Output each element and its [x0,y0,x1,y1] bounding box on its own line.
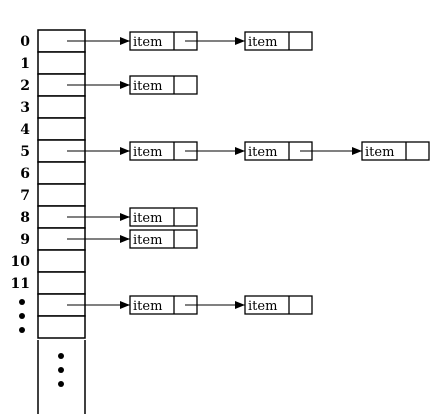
bucket-index-label: 5 [20,144,30,160]
bucket-index-label: 11 [11,276,30,292]
list-node-box [129,75,198,95]
list-node-label: item [365,145,394,160]
bucket-index-label: 9 [20,232,30,248]
list-node-box [361,141,430,161]
bucket-index-label: 8 [20,210,30,226]
list-node-box [129,229,198,249]
list-node-label: item [133,145,162,160]
bucket-slot [37,95,86,119]
list-node: item [361,141,430,161]
list-node-box [129,207,198,227]
bucket-slot [37,249,86,273]
list-node-label: item [133,299,162,314]
list-node: item [244,295,313,315]
list-node: item [129,207,198,227]
bucket-index-label: 4 [20,122,30,138]
bucket-index-label: 3 [20,100,30,116]
bucket-slot [37,51,86,75]
list-node: item [244,31,313,51]
bucket-index-label: 2 [20,78,30,94]
bucket-slot [37,271,86,295]
list-node-label: item [133,79,162,94]
bucket-index-label: 1 [20,56,30,72]
bucket-slot [37,161,86,185]
list-node-label: item [248,145,277,160]
list-node: item [129,75,198,95]
bucket-index-label: 0 [20,34,30,50]
list-node-box [244,295,313,315]
bucket-index-label: 7 [20,188,30,204]
bucket-slot [37,315,86,339]
index-ellipsis-dots [19,299,25,333]
list-node: item [129,31,198,51]
list-node-label: item [133,233,162,248]
list-node: item [129,229,198,249]
list-node-label: item [133,211,162,226]
list-node-label: item [248,35,277,50]
list-node-label: item [133,35,162,50]
bucket-slot [37,117,86,141]
list-node: item [129,141,198,161]
list-node: item [244,141,313,161]
bucket-index-label: 10 [11,254,31,270]
bucket-index-label: 6 [20,166,30,182]
list-node-box [244,31,313,51]
array-continuation [37,340,86,414]
bucket-slot [37,183,86,207]
list-node-label: item [248,299,277,314]
